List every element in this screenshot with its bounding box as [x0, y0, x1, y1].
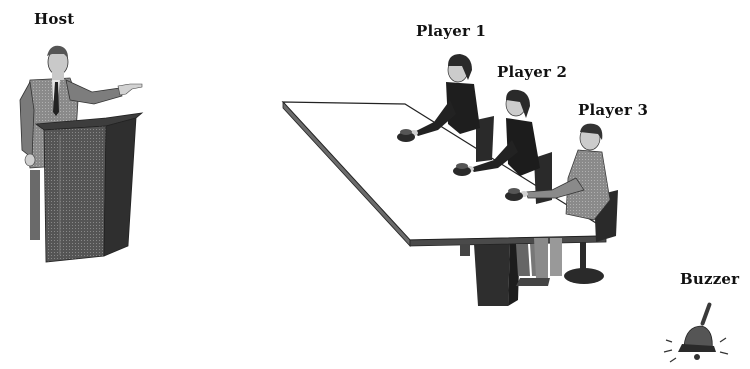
- player-figure: [516, 123, 618, 286]
- table: [281, 100, 607, 306]
- player-3-label: Player 3: [578, 101, 649, 119]
- buzzer-label: Buzzer: [680, 270, 740, 288]
- player-1-label: Player 1: [416, 22, 487, 40]
- chair: [476, 116, 494, 162]
- hand-bell-icon: [663, 302, 729, 363]
- player-2-label: Player 2: [497, 63, 568, 81]
- buzzer-button: [397, 129, 415, 142]
- podium: [34, 112, 144, 263]
- buzzer-button: [505, 188, 523, 201]
- host-label: Host: [34, 10, 75, 28]
- buzzer-button: [453, 163, 471, 176]
- player-figure: [410, 54, 494, 256]
